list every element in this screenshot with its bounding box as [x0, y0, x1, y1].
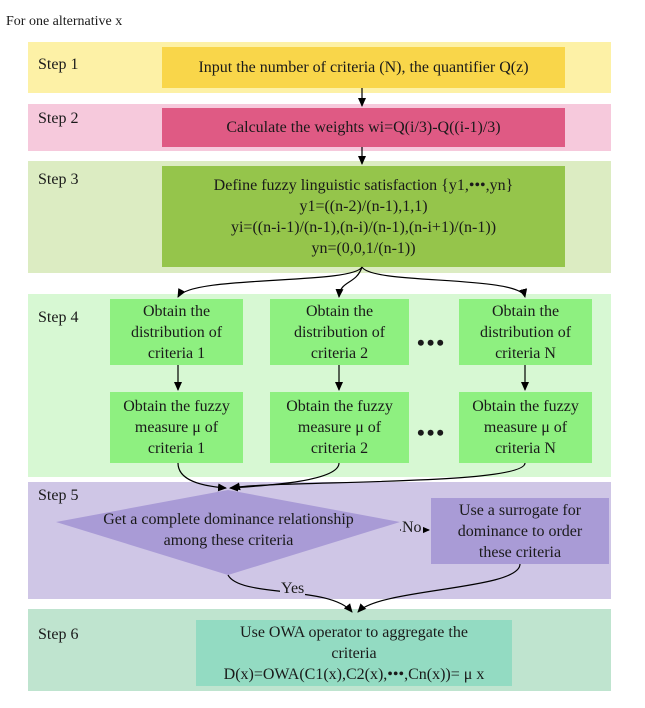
- step-6-label: Step 6: [38, 626, 79, 643]
- dist2-line-2: distribution of: [293, 323, 386, 341]
- arrow-step3-to-dist1: [177, 266, 363, 298]
- dist1-line-3: criteria 1: [147, 344, 206, 362]
- step-1-label: Step 1: [38, 56, 79, 73]
- define-line-2: y1=((n-2)/(n-1),1,1): [299, 197, 428, 215]
- measN-line-2: measure μ of: [483, 419, 568, 436]
- dist2-line-3: criteria 2: [310, 344, 369, 362]
- surrogate-line-3: these criteria: [478, 543, 562, 561]
- surrogate-text: Use a surrogate for dominance to order t…: [431, 498, 609, 564]
- define-line-4: yn=(0,0,1/(n-1)): [311, 239, 416, 257]
- owa-line-3: D(x)=OWA(C1(x),C2(x),•••,Cn(x))= μ x: [223, 665, 485, 683]
- owa-line-1: Use OWA operator to aggregate the: [240, 623, 468, 641]
- define-satisfaction-box: Define fuzzy linguistic satisfaction {y1…: [162, 166, 565, 267]
- arrow-meas1-to-step5: [177, 462, 227, 492]
- meas1-line-2: measure μ of: [134, 419, 219, 436]
- fuzzy-measure-criteria-1-box: Obtain the fuzzy measure μ of criteria 1: [110, 392, 243, 463]
- owa-aggregate-box: Use OWA operator to aggregate the criter…: [196, 620, 512, 686]
- dist1-line-2: distribution of: [130, 323, 223, 341]
- ellipsis-measure: •••: [417, 420, 447, 445]
- distN-line-3: criteria N: [495, 344, 556, 362]
- meas1-line-3: criteria 1: [147, 440, 206, 457]
- edge-label-no: No: [401, 519, 423, 537]
- edge-label-yes: Yes: [280, 580, 306, 598]
- step-3-label: Step 3: [38, 171, 79, 188]
- owa-line-2: criteria: [331, 644, 377, 662]
- step-2-label: Step 2: [38, 110, 79, 127]
- define-line-1: Define fuzzy linguistic satisfaction {y1…: [213, 176, 514, 194]
- dist1-line-1: Obtain the: [142, 302, 211, 320]
- distribution-criteria-1-box: Obtain the distribution of criteria 1: [110, 299, 243, 365]
- meas2-line-3: criteria 2: [310, 440, 369, 457]
- arrow-step3-to-distN: [361, 266, 528, 298]
- fuzzy-measure-criteria-2-box: Obtain the fuzzy measure μ of criteria 2: [270, 392, 409, 463]
- calculate-weights-text: Calculate the weights wi=Q(i/3)-Q((i-1)/…: [226, 119, 501, 136]
- dominance-decision-text: Get a complete dominance relationship am…: [66, 508, 391, 552]
- dist2-line-1: Obtain the: [305, 302, 374, 320]
- input-criteria-text: Input the number of criteria (N), the qu…: [198, 59, 529, 76]
- surrogate-box-shape: [431, 498, 609, 564]
- surrogate-line-2: dominance to order: [457, 522, 583, 540]
- dominance-line-2: among these criteria: [163, 532, 294, 549]
- dominance-decision-diamond: [56, 490, 400, 575]
- define-line-3: yi=((n-i-1)/(n-1),(n-i)/(n-1),(n-i+1)/(n…: [230, 218, 497, 236]
- header-title: For one alternative x: [6, 14, 123, 29]
- distN-line-1: Obtain the: [491, 302, 560, 320]
- meas2-line-1: Obtain the fuzzy: [286, 398, 393, 415]
- measN-line-3: criteria N: [495, 440, 556, 457]
- distribution-criteria-n-box: Obtain the distribution of criteria N: [459, 299, 592, 365]
- arrow-measN-to-step5: [231, 462, 526, 491]
- input-criteria-box: Input the number of criteria (N), the qu…: [162, 47, 565, 88]
- distN-line-2: distribution of: [479, 323, 572, 341]
- arrow-step3-to-dist2: [335, 266, 363, 298]
- step-4-label: Step 4: [38, 309, 79, 326]
- calculate-weights-box: Calculate the weights wi=Q(i/3)-Q((i-1)/…: [162, 108, 565, 147]
- fuzzy-measure-criteria-n-box: Obtain the fuzzy measure μ of criteria N: [459, 392, 592, 463]
- measN-line-1: Obtain the fuzzy: [472, 398, 579, 415]
- ellipsis-distribution: •••: [417, 330, 447, 355]
- arrow-surrogate-to-step6: [357, 563, 521, 613]
- distribution-criteria-2-box: Obtain the distribution of criteria 2: [270, 299, 409, 365]
- surrogate-line-1: Use a surrogate for: [458, 501, 582, 519]
- step-5-label: Step 5: [38, 487, 79, 504]
- meas1-line-1: Obtain the fuzzy: [123, 398, 230, 415]
- dominance-line-1: Get a complete dominance relationship: [103, 511, 354, 528]
- meas2-line-2: measure μ of: [297, 419, 382, 436]
